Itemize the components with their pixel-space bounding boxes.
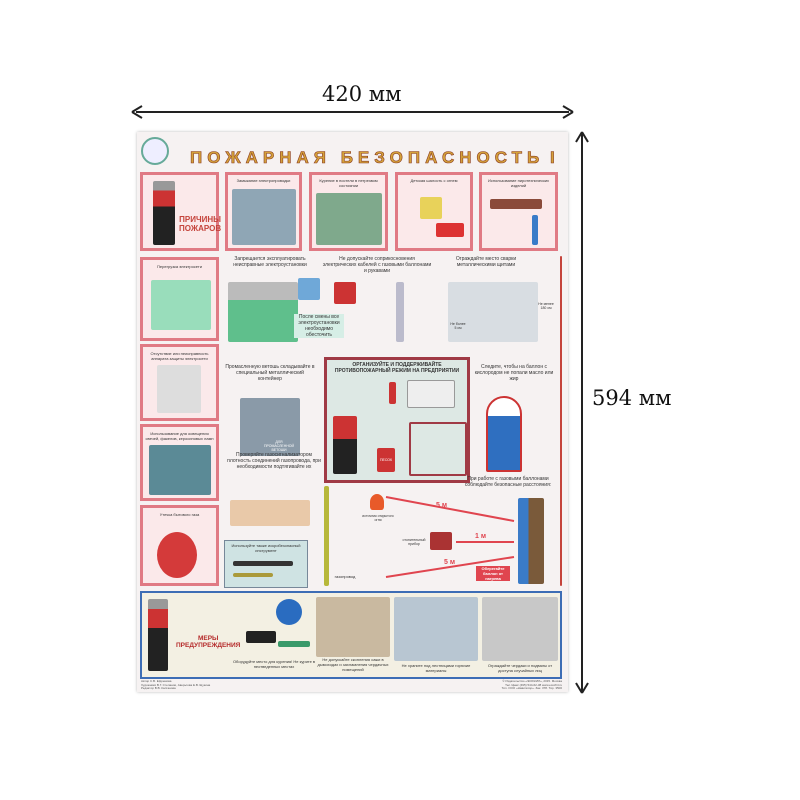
gas-detector-hands: [230, 500, 310, 526]
caption: Перегрузка электросети: [157, 264, 202, 269]
rag-container: [240, 398, 300, 456]
welding-machine: [334, 282, 356, 304]
credit-line: Автор С.В. Ефремова: [141, 679, 172, 683]
poster-title: ПОЖАРНАЯ БЕЗОПАСНОСТЬ: [190, 148, 545, 168]
cause-no-protection: Отсутствие или неисправность аппарата за…: [140, 344, 219, 421]
distance-fire: 5 м: [436, 502, 448, 509]
text-electrical: Запрещается эксплуатировать неисправные …: [233, 256, 307, 268]
fire-regime-panel: ОРГАНИЗУЙТЕ И ПОДДЕРЖИВАЙТЕ ПРОТИВОПОЖАР…: [324, 357, 470, 483]
hand-cigarette-icon: [246, 631, 276, 643]
worker-with-cylinders: [518, 498, 544, 584]
radiator-icon: [430, 532, 452, 550]
locked-door-illustration: [482, 597, 558, 661]
welding-shields: [448, 282, 538, 342]
height-label: 594 мм: [592, 386, 672, 410]
cause-overload: Перегрузка электросети: [140, 257, 219, 341]
caption: Курение в постели в нетрезвом состоянии: [319, 178, 378, 188]
prevention-smoking: Оборудуйте место для курения! Не курите …: [232, 659, 316, 669]
text-open-fire: источник открытого огня: [362, 514, 394, 522]
firefighter-illustration: [153, 181, 175, 245]
text-welding-height: Не менее 180 см: [538, 302, 554, 310]
fire-extinguisher: [389, 382, 396, 404]
caption: Детская шалость с огнем: [410, 178, 458, 183]
prevention-chimney: Не допускайте скопления сажи в дымоходах…: [317, 657, 389, 672]
container-label: ДЛЯ ПРОМАСЛЕННОЙ ВЕТОШИ: [264, 440, 295, 452]
causes-label-1: ПРИЧИНЫ: [179, 215, 221, 224]
credit-line: Редактор В.В. Калганова: [141, 686, 176, 690]
cause-children: Детская шалость с огнем: [395, 172, 473, 251]
height-arrow: [575, 131, 589, 694]
fire-shield: [409, 422, 467, 476]
publisher-line: Тип. ООО «Навигатор». Зак. 378. Тир. 350…: [501, 686, 562, 690]
publisher-info: © Издательство «ЭКОЖИЛ», 2015. Москва Те…: [480, 679, 562, 691]
width-label: 420 мм: [322, 82, 402, 106]
prevention-label-1: МЕРЫ: [197, 635, 219, 642]
publisher-line: Тел./факс (495) 544-62-38 www.ecozhil.ru: [505, 682, 562, 687]
text-gas-check: Проверяйте газосигнализатором плотность …: [227, 452, 321, 470]
text-after-shift: После смены все электроустановки необход…: [294, 314, 344, 338]
caption: Замыкание электропроводки: [236, 178, 291, 183]
stairs-illustration: [394, 597, 478, 661]
poster-part: I: [550, 148, 555, 168]
caption: Утечка бытового газа: [159, 512, 200, 517]
text-welding-gap: Не более 5 см: [450, 322, 466, 330]
publisher-line: © Издательство «ЭКОЖИЛ», 2015. Москва: [502, 679, 562, 683]
prevention-attic: Ограждайте чердаки и подвалы от доступа …: [487, 663, 553, 673]
switch-panel: [298, 278, 320, 300]
sand-label: ПЕСОК: [379, 458, 393, 462]
text-regime: ОРГАНИЗУЙТЕ И ПОДДЕРЖИВАЙТЕ ПРОТИВОПОЖАР…: [334, 362, 460, 374]
width-arrow: [131, 105, 574, 119]
worker-machine-illustration: [228, 282, 298, 342]
smoking-area-sign-icon: [276, 599, 302, 625]
ashtray-icon: [278, 641, 310, 647]
cause-gas-leak: Утечка бытового газа: [140, 505, 219, 586]
text-cables: Не допускайте соприкосновения электричес…: [322, 256, 432, 274]
oxygen-cylinder: [486, 396, 522, 472]
caption: Отсутствие или неисправность аппарата за…: [150, 351, 209, 361]
credits: Автор С.В. Ефремова Художники В.Г. Степа…: [141, 679, 211, 691]
chimney-illustration: [316, 597, 390, 657]
caption: Использование для освещения свечей, факе…: [145, 431, 214, 441]
distance-arrows: [385, 496, 515, 578]
prevention-label-2: ПРЕДУПРЕЖДЕНИЯ: [176, 642, 241, 649]
logo-icon: [141, 137, 169, 165]
text-oxygen: Следите, чтобы на баллон с кислородом не…: [474, 364, 554, 382]
gas-pipe: [324, 486, 329, 586]
sand-bucket: ПЕСОК: [377, 448, 395, 472]
fire-hose-cabinet: [407, 380, 455, 408]
text-pipe: газопровод: [334, 574, 356, 579]
text-heater: отопительный прибор: [402, 538, 426, 546]
distance-pipe: 5 м: [444, 559, 456, 566]
credit-line: Художники В.Г. Степанов, Аверьтова Е.В. …: [141, 682, 211, 687]
cause-smoking-bed: Курение в постели в нетрезвом состоянии: [309, 172, 388, 251]
text-rags: Промасленную ветошь складывайте в специа…: [225, 364, 315, 382]
caption: Использование пиротехнических изделий: [487, 178, 550, 188]
red-side-border: [560, 256, 562, 586]
tool-box: Используйте также искробезопасный инстру…: [224, 540, 308, 588]
firefighter-pointing: [148, 599, 168, 671]
open-fire-icon: [370, 494, 384, 510]
hammer-icon: [233, 561, 293, 566]
distance-heater: 1 м: [475, 533, 487, 540]
prevention-stairs: Не храните под лестницами горючие матери…: [401, 663, 471, 673]
cause-pyrotechnics: Использование пиротехнических изделий: [479, 172, 558, 251]
gas-cylinder: [396, 282, 404, 342]
text-protect: Оберегайте баллон от нагрева: [476, 566, 510, 581]
cause-wiring: Замыкание электропроводки: [225, 172, 302, 251]
text-tool: Используйте также искробезопасный инстру…: [231, 543, 301, 553]
wrench-icon: [233, 573, 273, 577]
text-welding: Ограждайте место сварки металлическими щ…: [455, 256, 517, 268]
text-distances: При работе с газовыми баллонами соблюдай…: [464, 476, 552, 488]
cause-candles: Использование для освещения свечей, факе…: [140, 424, 219, 501]
causes-label-2: ПОЖАРОВ: [179, 224, 222, 233]
firefighter: [333, 416, 357, 474]
